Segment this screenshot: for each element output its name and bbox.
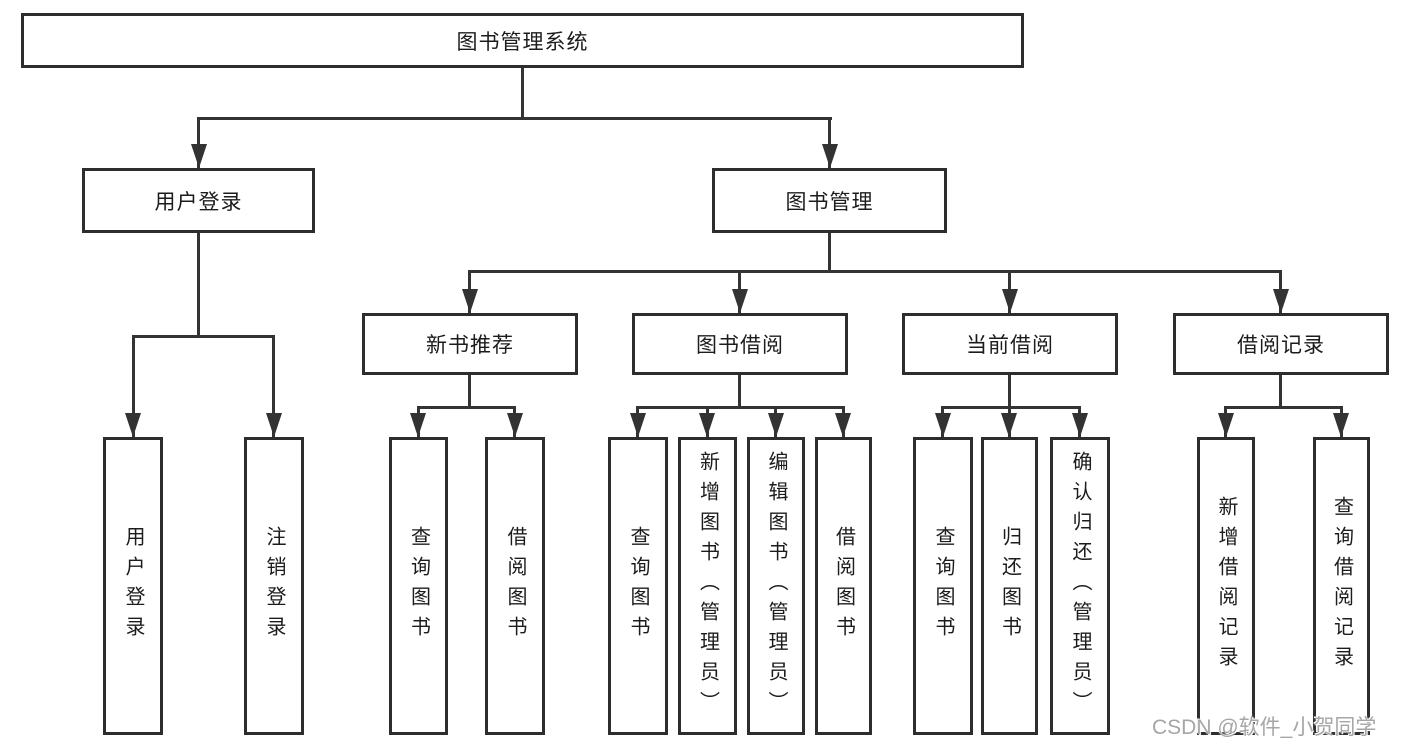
- leaf-add-books-admin: 新增图书（管理员）: [678, 437, 737, 735]
- leaf-borrow-books-recommend: 借阅图书: [485, 437, 545, 735]
- arrow-down-icon: [732, 289, 748, 313]
- leaf-query-borrow-record: 查询借阅记录: [1313, 437, 1370, 735]
- leaf-user-login: 用户登录: [103, 437, 163, 735]
- leaf-query-books-recommend: 查询图书: [389, 437, 448, 735]
- connector-line: [828, 117, 831, 168]
- node-label: 新书推荐: [426, 334, 514, 357]
- connector-line: [197, 117, 832, 120]
- connector-line: [1008, 375, 1011, 408]
- node-library-system: 图书管理系统: [21, 13, 1024, 68]
- csdn-watermark: CSDN @软件_小贺同学: [1152, 716, 1377, 739]
- node-label: 当前借阅: [966, 334, 1054, 357]
- node-label: 图书借阅: [696, 334, 784, 357]
- connector-line: [417, 406, 516, 409]
- arrow-down-icon: [935, 413, 951, 437]
- node-user-login: 用户登录: [82, 168, 315, 233]
- arrow-down-icon: [768, 413, 784, 437]
- node-label: 查询图书: [627, 526, 649, 646]
- arrow-down-icon: [462, 289, 478, 313]
- leaf-confirm-return-admin: 确认归还（管理员）: [1050, 437, 1110, 735]
- node-label: 用户登录: [154, 190, 243, 214]
- connector-line: [1224, 406, 1343, 409]
- node-label: 注销登录: [263, 526, 285, 646]
- connector-line: [941, 406, 1081, 409]
- leaf-return-books: 归还图书: [981, 437, 1038, 735]
- node-label: 图书管理: [785, 190, 874, 214]
- leaf-borrow-books: 借阅图书: [815, 437, 872, 735]
- node-label: 借阅图书: [504, 526, 526, 646]
- node-label: 查询图书: [932, 526, 954, 646]
- leaf-query-books-borrow: 查询图书: [608, 437, 668, 735]
- arrow-down-icon: [1002, 289, 1018, 313]
- connector-line: [738, 375, 741, 408]
- arrow-down-icon: [1001, 413, 1017, 437]
- connector-line: [272, 335, 275, 437]
- connector-line: [197, 117, 200, 168]
- node-label: 确认归还（管理员）: [1069, 451, 1091, 721]
- arrow-down-icon: [125, 413, 141, 437]
- leaf-edit-books-admin: 编辑图书（管理员）: [747, 437, 805, 735]
- leaf-logout: 注销登录: [244, 437, 304, 735]
- node-label: 用户登录: [122, 526, 144, 646]
- connector-line: [828, 233, 831, 273]
- node-label: 新增借阅记录: [1215, 496, 1237, 676]
- connector-line: [132, 335, 275, 338]
- node-book-borrow: 图书借阅: [632, 313, 848, 375]
- node-borrow-records: 借阅记录: [1173, 313, 1389, 375]
- arrow-down-icon: [1273, 289, 1289, 313]
- arrow-down-icon: [699, 413, 715, 437]
- arrow-down-icon: [1218, 413, 1234, 437]
- leaf-add-borrow-record: 新增借阅记录: [1197, 437, 1255, 735]
- node-label: 图书管理系统: [456, 30, 589, 54]
- node-label: 查询借阅记录: [1330, 496, 1353, 676]
- node-label: 新增图书（管理员）: [696, 451, 719, 721]
- arrow-down-icon: [1333, 413, 1349, 437]
- arrow-down-icon: [191, 144, 207, 168]
- node-label: 借阅记录: [1237, 334, 1325, 357]
- node-book-management: 图书管理: [712, 168, 947, 233]
- connector-line: [636, 406, 844, 409]
- connector-line: [468, 270, 1282, 273]
- arrow-down-icon: [630, 413, 646, 437]
- arrow-down-icon: [1072, 413, 1088, 437]
- connector-line: [521, 68, 524, 120]
- connector-line: [1279, 375, 1282, 408]
- node-label: 归还图书: [998, 526, 1021, 646]
- node-new-book-recommend: 新书推荐: [362, 313, 578, 375]
- connector-line: [197, 233, 200, 337]
- connector-line: [468, 375, 471, 408]
- arrow-down-icon: [822, 144, 838, 168]
- node-label: 查询图书: [407, 526, 430, 646]
- arrow-down-icon: [835, 413, 851, 437]
- node-label: 借阅图书: [832, 526, 855, 646]
- connector-line: [132, 335, 135, 437]
- node-current-borrow: 当前借阅: [902, 313, 1118, 375]
- leaf-query-books-current: 查询图书: [913, 437, 973, 735]
- arrow-down-icon: [410, 413, 426, 437]
- arrow-down-icon: [266, 413, 282, 437]
- node-label: 编辑图书（管理员）: [765, 451, 787, 721]
- arrow-down-icon: [507, 413, 523, 437]
